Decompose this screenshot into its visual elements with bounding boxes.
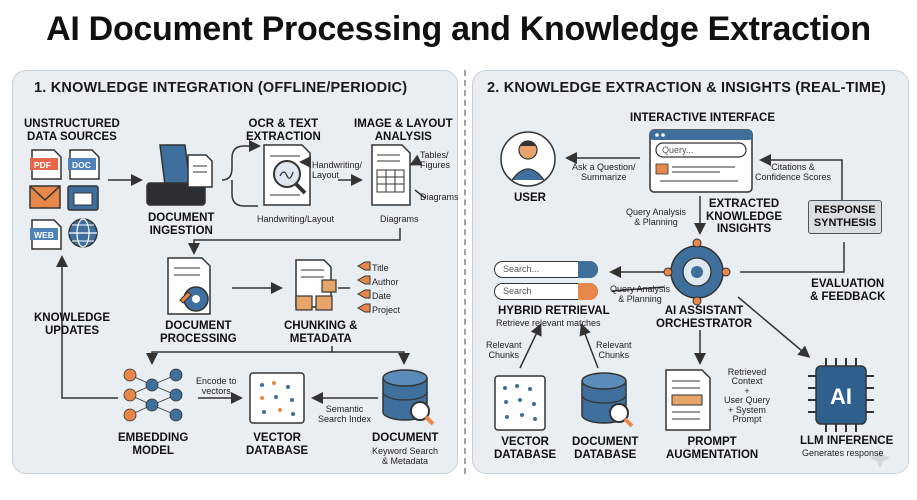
search-field-1[interactable]: Search... [494,260,598,278]
citations-note: Citations & Confidence Scores [755,162,832,183]
user-label: USER [514,192,546,204]
section-heading-integration: 1. KNOWLEDGE INTEGRATION (OFFLINE/PERIOD… [34,80,408,96]
extraction-flow-arrows [519,152,845,369]
chunking-label: CHUNKING & METADATA [284,320,358,345]
processing-label: DOCUMENT PROCESSING [160,320,237,345]
ocr-note: Handwriting/ Layout [312,160,363,181]
ocr-magnifier-icon [263,144,311,206]
search-placeholder-1: Search... [503,264,540,274]
doc-db-sub-left: Keyword Search & Metadata [372,446,439,467]
section-divider [464,70,466,474]
web-tag: WEB [34,230,54,240]
embedding-label: EMBEDDING MODEL [118,432,189,457]
interface-window-icon [649,129,753,193]
orchestrator-gear-icon [663,238,731,306]
vector-db-label-left: VECTOR DATABASE [246,432,309,457]
relevant-chunks-note-2: Relevant Chunks [596,340,632,361]
query-analysis-note-2: Query Analysis & Planning [610,284,671,305]
encode-note: Encode to vectors [196,376,237,397]
knowledge-updates-label: KNOWLEDGE UPDATES [34,312,111,337]
search-icon-orange[interactable] [578,282,598,300]
page-title: AI Document Processing and Knowledge Ext… [46,10,871,48]
search-placeholder-2: Search [503,286,532,296]
prompt-document-icon [665,369,711,431]
llm-sub: Generates response [802,448,884,458]
sparkle-watermark-icon [870,448,890,468]
prompt-label: PROMPT AUGMENTATION [666,436,759,461]
ocr-bottom-note: Handwriting/Layout [257,214,335,224]
vector-grid-icon-right [494,375,546,431]
retrieved-context-note: Retrieved Context + User Query + System … [724,367,771,425]
section-heading-extraction: 2. KNOWLEDGE EXTRACTION & INSIGHTS (REAL… [487,80,887,96]
metadata-title: Title [372,263,389,273]
doc-tag: DOC [72,160,91,170]
web-file-icon [30,219,62,250]
query-input[interactable]: Query... [662,145,694,155]
layout-note-tables: Tables/ Figures [420,150,451,171]
layout-label: IMAGE & LAYOUT ANALYSIS [354,118,453,143]
document-gear-icon [167,257,211,315]
search-icon[interactable] [578,260,598,278]
ai-chip-text: AI [830,384,852,409]
doc-db-label-right: DOCUMENT DATABASE [572,436,639,461]
pdf-tag: PDF [34,160,51,170]
printer-icon [67,185,99,211]
doc-db-label-left: DOCUMENT [372,432,439,444]
search-field-2[interactable]: Search [494,282,598,300]
evaluation-label: EVALUATION & FEEDBACK [810,278,886,303]
user-avatar-icon [500,131,556,187]
ask-note: Ask a Question/ Summarize [572,162,636,183]
neural-network-icon [123,368,183,422]
orchestrator-label: AI ASSISTANT ORCHESTRATOR [656,305,753,330]
metadata-project: Project [372,305,401,315]
vector-db-label-right: VECTOR DATABASE [494,436,557,461]
hybrid-label: HYBRID RETRIEVAL [498,305,610,317]
layout-note-diagrams: Diagrams [420,192,459,202]
layout-bottom-note: Diagrams [380,214,419,224]
hybrid-sub: Retrieve relevant matches [496,318,601,328]
integration-flow-arrows [56,140,426,404]
semantic-note: Semantic Search Index [318,404,372,425]
metadata-author: Author [372,277,399,287]
ingestion-label: DOCUMENT INGESTION [148,212,215,237]
llm-label: LLM INFERENCE [800,435,894,447]
interface-label: INTERACTIVE INTERFACE [630,112,776,124]
response-synthesis-box: RESPONSE SYNTHESIS [808,200,882,234]
metadata-tag-icons [356,261,371,313]
pdf-file-icon [30,149,62,180]
insights-label: EXTRACTED KNOWLEDGE INSIGHTS [706,198,783,236]
vector-grid-icon [249,372,305,424]
ai-chip-icon: AI [808,358,874,432]
database-cylinder-icon [382,369,435,426]
chunking-document-icon [295,259,337,311]
scanner-icon [146,144,213,206]
database-cylinder-icon-right [581,372,634,428]
metadata-date: Date [372,291,392,301]
ocr-label: OCR & TEXT EXTRACTION [246,118,321,143]
query-analysis-note-1: Query Analysis & Planning [626,207,687,228]
layout-document-icon [371,144,411,206]
doc-file-icon [68,149,100,180]
sources-label: UNSTRUCTURED DATA SOURCES [24,118,120,143]
relevant-chunks-note-1: Relevant Chunks [486,340,522,361]
mail-icon [29,185,61,209]
globe-icon [68,218,98,248]
